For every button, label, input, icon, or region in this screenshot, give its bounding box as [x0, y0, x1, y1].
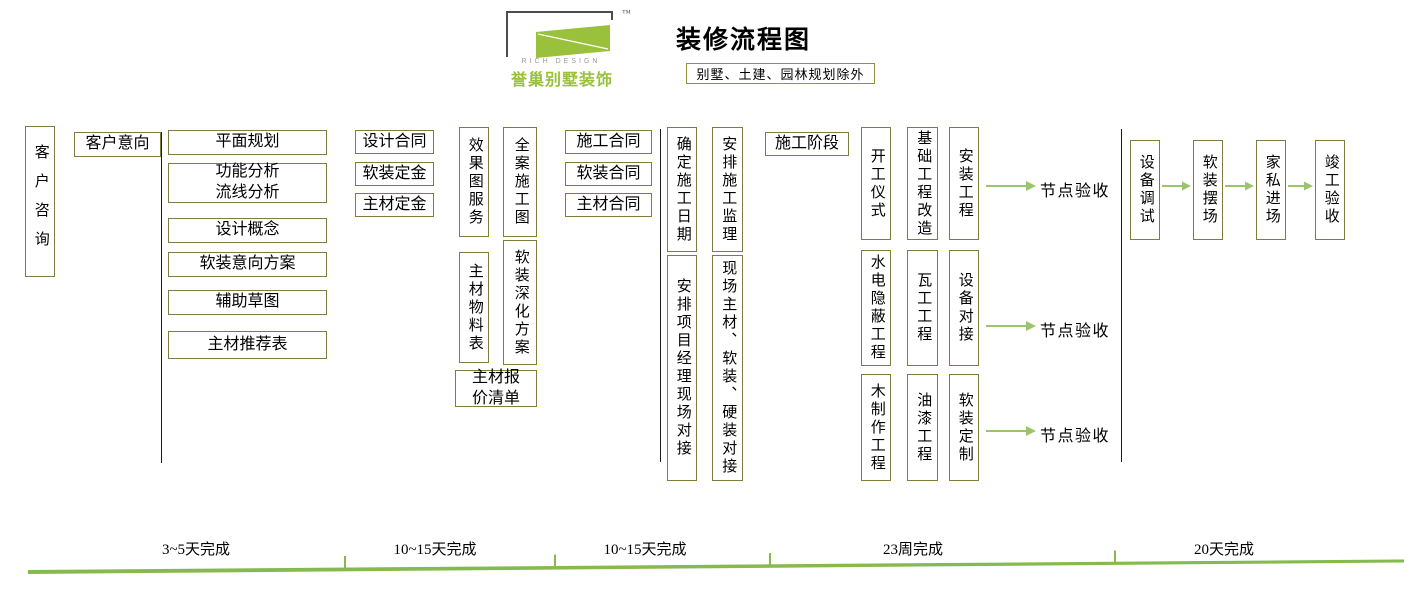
box-onsite-coordination: 现场主材、软装、硬装对接	[712, 255, 743, 481]
timeline-label: 3~5天完成	[161, 542, 231, 558]
box-soft-deco-deposit: 软装定金	[355, 162, 434, 186]
box-construction-contract: 施工合同	[565, 130, 652, 154]
box-soft-deco-contract: 软装合同	[565, 162, 652, 186]
separator-line	[1121, 129, 1122, 462]
arrow-right-icon	[1225, 181, 1254, 191]
box-soft-deco-deepening: 软装深化方案	[503, 240, 537, 365]
box-completion-acceptance: 竣工验收	[1315, 140, 1345, 240]
timeline-label: 10~15天完成	[603, 542, 687, 558]
box-soft-deco-proposal: 软装意向方案	[168, 252, 327, 277]
arrow-right-icon	[1288, 181, 1313, 191]
box-soft-deco-custom: 软装定制	[949, 374, 979, 481]
box-customer-intent: 客户意向	[74, 132, 161, 157]
box-equipment-docking: 设备对接	[949, 250, 979, 366]
box-equipment-debugging: 设备调试	[1130, 140, 1160, 240]
box-soft-deco-staging: 软装摆场	[1193, 140, 1223, 240]
timeline-label: 23周完成	[882, 542, 943, 558]
box-carpentry-work: 木制作工程	[861, 374, 891, 481]
box-project-manager-onsite: 安排项目经理现场对接	[667, 255, 697, 481]
timeline-label: 10~15天完成	[393, 542, 477, 558]
box-painting-work: 油漆工程	[907, 374, 938, 481]
box-opening-ceremony: 开工仪式	[861, 127, 891, 240]
arrow-right-icon	[1162, 181, 1191, 191]
box-material-recommendation: 主材推荐表	[168, 331, 327, 359]
brand-name-cn: 誉巢别墅装饰	[510, 72, 613, 89]
separator-line	[660, 129, 661, 462]
box-concealed-plumbing: 水电隐蔽工程	[861, 250, 891, 366]
box-construction-drawings: 全案施工图	[503, 127, 537, 237]
arrow-right-icon	[986, 426, 1036, 436]
box-material-list: 主材物料表	[459, 252, 489, 363]
separator-line	[161, 132, 162, 463]
arrow-right-icon	[986, 181, 1036, 191]
box-material-quotation: 主材报价清单	[455, 369, 537, 407]
box-function-analysis: 功能分析 流线分析	[168, 163, 327, 203]
timeline-label: 20天完成	[1193, 542, 1254, 558]
timeline-axis	[28, 550, 1404, 574]
box-tiling-work: 瓦工工程	[907, 250, 938, 366]
trademark-symbol: ™	[622, 8, 631, 18]
arrow-right-icon	[986, 321, 1036, 331]
box-design-concept: 设计概念	[168, 218, 327, 243]
brand-logo-icon	[506, 11, 613, 58]
brand-name-en: RICH DESIGN	[521, 58, 601, 65]
box-confirm-date: 确定施工日期	[667, 127, 697, 252]
box-aux-sketch: 辅助草图	[168, 290, 327, 315]
box-installation-work: 安装工程	[949, 127, 979, 240]
box-render-service: 效果图服务	[459, 127, 489, 237]
box-floor-plan: 平面规划	[168, 130, 327, 155]
node-acceptance-label: 节点验收	[1040, 323, 1111, 340]
box-basic-renovation: 基础工程改造	[907, 127, 938, 240]
node-acceptance-label: 节点验收	[1040, 428, 1111, 445]
box-customer-consult: 客户咨询	[25, 126, 55, 277]
box-arrange-supervisor: 安排施工监理	[712, 127, 743, 252]
box-furniture-entry: 家私进场	[1256, 140, 1286, 240]
node-acceptance-label: 节点验收	[1040, 183, 1111, 200]
box-design-contract: 设计合同	[355, 130, 434, 154]
page-title: 装修流程图	[676, 27, 812, 54]
box-construction-phase: 施工阶段	[765, 132, 849, 156]
box-material-contract: 主材合同	[565, 193, 652, 217]
scope-note: 别墅、土建、园林规划除外	[686, 63, 875, 84]
box-material-deposit: 主材定金	[355, 193, 434, 217]
